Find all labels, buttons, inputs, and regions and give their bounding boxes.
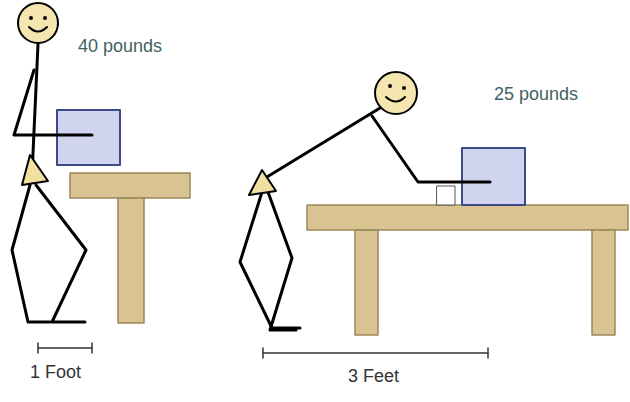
eye (402, 86, 406, 90)
eye (43, 16, 47, 20)
body (262, 108, 380, 180)
weight-label: 25 pounds (494, 84, 578, 105)
mouth (29, 27, 47, 32)
load-box (57, 110, 120, 165)
leg (268, 192, 296, 330)
head (18, 3, 58, 43)
leg (12, 185, 50, 322)
table-leg (355, 230, 378, 335)
eye (388, 84, 392, 88)
weight-label: 40 pounds (78, 36, 162, 57)
table-leg (118, 198, 144, 323)
small-block (437, 186, 455, 205)
hip-pivot (22, 155, 48, 185)
scale-bar (38, 343, 92, 353)
leg (36, 185, 86, 322)
body (32, 44, 38, 175)
load-box (462, 148, 525, 205)
table-top (307, 205, 628, 230)
mouth (386, 97, 405, 102)
table-leg (592, 230, 615, 335)
arm (372, 116, 490, 182)
dimension-label: 3 Feet (348, 366, 399, 387)
hip-pivot (249, 170, 276, 195)
table-top (70, 173, 190, 198)
eye (29, 16, 33, 20)
head (375, 72, 417, 114)
scale-bar (263, 348, 488, 358)
arm (14, 70, 92, 135)
dimension-label: 1 Foot (30, 362, 81, 383)
